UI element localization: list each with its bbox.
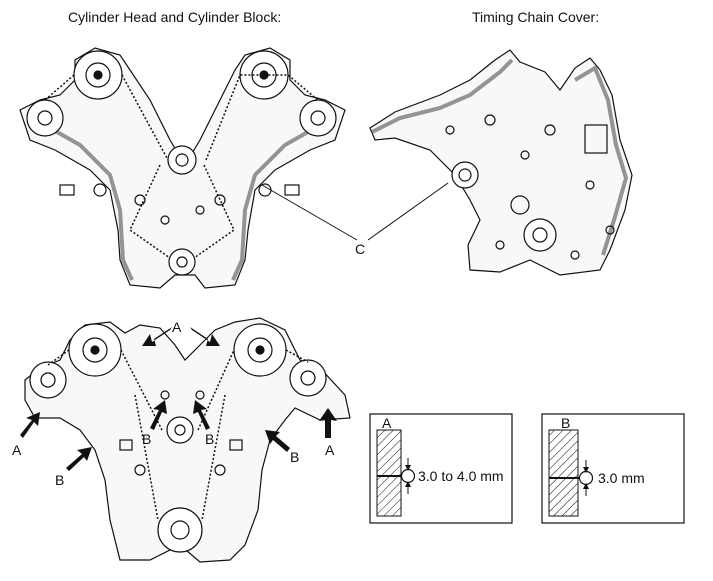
- detail-b-label: B: [561, 415, 570, 431]
- arrow-a-top-right: [190, 327, 220, 346]
- callout-c-label: C: [355, 241, 365, 257]
- arrow-a-right: [319, 408, 337, 438]
- callout-c-leaders: [261, 182, 449, 241]
- detail-a-label: A: [382, 415, 392, 431]
- callout-b-right: B: [290, 449, 299, 465]
- callout-a-right: A: [325, 442, 335, 458]
- callout-a-left: A: [12, 442, 22, 458]
- timing-chain-cover: [369, 49, 633, 276]
- arrow-b-left: [66, 447, 92, 471]
- title-cylinder-head-block: Cylinder Head and Cylinder Block:: [68, 9, 282, 25]
- title-timing-chain-cover: Timing Chain Cover:: [472, 9, 600, 25]
- arrow-b-center-left: [150, 400, 167, 430]
- callout-a-top: A: [172, 319, 182, 335]
- callout-b-center-right: B: [205, 431, 214, 447]
- detail-a-panel: [369, 413, 513, 524]
- callout-b-center-left: B: [142, 431, 151, 447]
- detail-a-dimension: 3.0 to 4.0 mm: [418, 468, 504, 484]
- arrow-b-right: [265, 430, 290, 452]
- arrow-b-center-right: [193, 400, 210, 430]
- arrow-a-top-left: [142, 327, 172, 346]
- callout-arrows: [20, 327, 337, 471]
- arrow-a-left: [20, 412, 40, 438]
- detail-b-dimension: 3.0 mm: [598, 470, 645, 486]
- detail-b-panel: [541, 413, 685, 524]
- engine-block-top: [19, 47, 346, 289]
- engine-block-bottom: [24, 317, 351, 563]
- callout-b-left: B: [55, 472, 64, 488]
